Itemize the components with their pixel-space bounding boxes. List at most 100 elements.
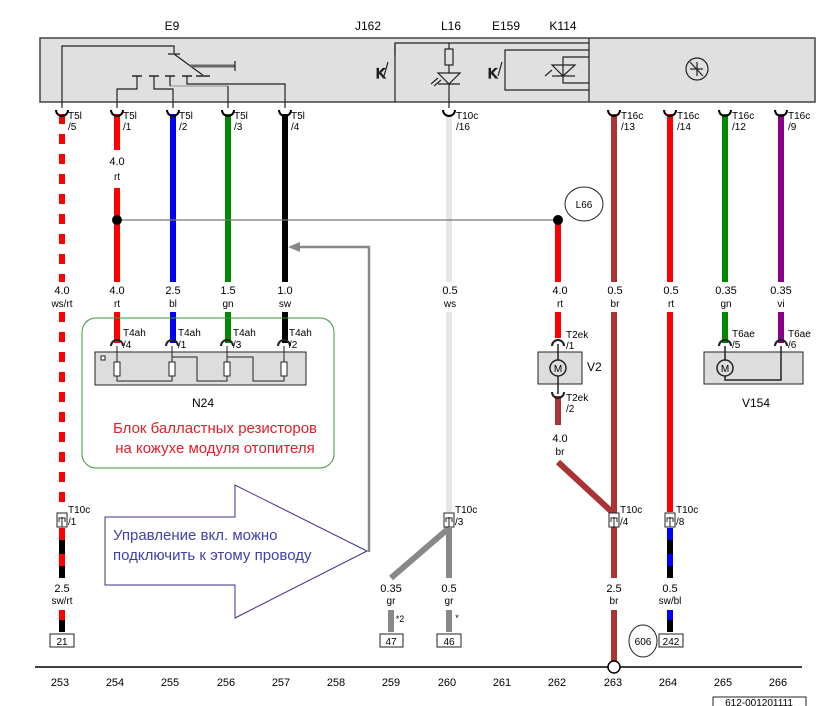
wire-size: 4.0 xyxy=(552,433,567,445)
terminal-labels: 21 47 46 242 *2 * xyxy=(56,613,679,648)
T10c-labels: T10c/1 T10c/3 T10c/4 T10c/8 xyxy=(68,505,698,528)
column-number: 255 xyxy=(161,677,179,689)
wire-size: 2.5 xyxy=(606,583,621,595)
relay-led-circuit-icon: K K xyxy=(375,42,709,108)
pin: /3 xyxy=(234,122,243,133)
pin: /4 xyxy=(123,340,132,351)
wire-color: rt xyxy=(668,299,674,310)
column-number: 253 xyxy=(51,677,69,689)
svg-text:K: K xyxy=(488,65,498,81)
wire-color: br xyxy=(610,596,620,607)
column-numbers: 253 254 255 256 257 258 259 260 261 262 … xyxy=(51,677,787,689)
connector-T10c-16: T10c xyxy=(456,111,478,122)
top-connectors xyxy=(55,109,788,117)
connector-T10c-1: T10c xyxy=(68,505,90,516)
label-V2: V2 xyxy=(587,360,602,374)
resistor-block-outline xyxy=(81,317,335,469)
connector-T16c-9: T16c xyxy=(788,111,810,122)
wire-color: vi xyxy=(777,299,784,310)
wire-259-gr xyxy=(389,525,451,581)
connector-T5l-1: T5l xyxy=(123,111,137,122)
motor-V2: M xyxy=(537,339,583,399)
wire-color: bl xyxy=(169,299,177,310)
label-E159: E159 xyxy=(492,19,520,33)
terminal-242: 242 xyxy=(663,637,680,648)
footnote-marker: * xyxy=(455,613,459,623)
wire-color: sw/bl xyxy=(659,596,682,607)
pin: /2 xyxy=(289,340,298,351)
wire-size: 4.0 xyxy=(109,156,124,168)
connector-T2ek-2: T2ek xyxy=(566,393,589,404)
ground-point-circle xyxy=(628,624,658,658)
column-number: 256 xyxy=(217,677,235,689)
connector-T10c-3: T10c xyxy=(455,505,477,516)
pin: /5 xyxy=(68,122,77,133)
pin: /14 xyxy=(677,122,691,133)
svg-text:M: M xyxy=(721,364,729,375)
wire-size: 4.0 xyxy=(54,285,69,297)
wire-color: sw xyxy=(279,299,292,310)
wire-size: 0.5 xyxy=(663,285,678,297)
control-hint-note: подключить к этому проводу xyxy=(113,547,312,564)
wire-size: 1.5 xyxy=(220,285,235,297)
column-number: 261 xyxy=(493,677,511,689)
terminal-boxes xyxy=(49,633,684,648)
connector-T5l-5: T5l xyxy=(68,111,82,122)
wire-size: 1.0 xyxy=(277,285,292,297)
top-connector-labels: T5l/5 T5l/1 T5l/2 T5l/3 T5l/4 T10c/16 T1… xyxy=(68,111,810,133)
pointer-arrowhead-icon xyxy=(288,242,300,252)
pin: /12 xyxy=(732,122,746,133)
splice-dot xyxy=(112,215,122,225)
wire-size: 4.0 xyxy=(552,285,567,297)
column-number: 265 xyxy=(714,677,732,689)
resistor-block-note: Блок балластных резисторов xyxy=(113,420,317,437)
label-L66: L66 xyxy=(576,200,593,211)
wire-size: 0.5 xyxy=(607,285,622,297)
pin: /9 xyxy=(788,122,797,133)
column-number: 263 xyxy=(604,677,622,689)
N24-connector-labels: T4ah/4 T4ah/1 T4ah/3 T4ah/2 xyxy=(123,328,312,351)
L66-circle xyxy=(564,186,604,222)
resistor-block-N24 xyxy=(94,339,307,386)
connector-T4ah-3: T4ah xyxy=(233,328,256,339)
wire-size: 2.5 xyxy=(165,285,180,297)
pin: /1 xyxy=(566,341,575,352)
pin: /5 xyxy=(732,340,741,351)
reference-box xyxy=(712,696,807,706)
wire-color: rt xyxy=(114,299,120,310)
hint-arrow-shape xyxy=(104,484,369,619)
wire-color: sw/rt xyxy=(51,596,72,607)
pin: /1 xyxy=(68,517,77,528)
label-L16: L16 xyxy=(441,19,461,33)
pin: /1 xyxy=(178,340,187,351)
label-J162: J162 xyxy=(355,19,381,33)
switch-E9-icon xyxy=(61,45,286,108)
ground-point-606: 606 xyxy=(635,637,652,648)
pin: /3 xyxy=(455,517,464,528)
terminal-21: 21 xyxy=(56,637,68,648)
connector-T4ah-2: T4ah xyxy=(289,328,312,339)
wire-color: rt xyxy=(114,172,120,183)
V2-connector-labels: T2ek/1 T2ek/2 xyxy=(566,330,589,415)
control-hint-note: Управление вкл. можно xyxy=(113,527,278,544)
column-number: 264 xyxy=(659,677,677,689)
column-number: 258 xyxy=(327,677,345,689)
pin: /1 xyxy=(123,122,132,133)
connector-T6ae-6: T6ae xyxy=(788,329,811,340)
wire-color: gn xyxy=(720,299,731,310)
wire-size: 0.5 xyxy=(441,583,456,595)
wire-size: 0.5 xyxy=(442,285,457,297)
pin: /4 xyxy=(620,517,629,528)
wire-size: 0.35 xyxy=(770,285,791,297)
wire-size: 0.5 xyxy=(662,583,677,595)
V154-connector-labels: T6ae/5 T6ae/6 xyxy=(732,329,811,351)
wire-size: 0.35 xyxy=(380,583,401,595)
wire-color: gn xyxy=(222,299,233,310)
label-E9: E9 xyxy=(165,19,180,33)
connector-T2ek-1: T2ek xyxy=(566,330,589,341)
pin: /4 xyxy=(291,122,300,133)
connector-T16c-14: T16c xyxy=(677,111,699,122)
connector-T6ae-5: T6ae xyxy=(732,329,755,340)
